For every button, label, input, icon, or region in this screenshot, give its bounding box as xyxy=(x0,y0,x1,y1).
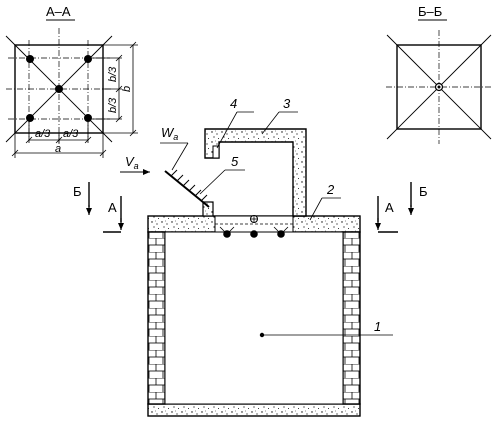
section-aa-dim-a: a xyxy=(55,143,61,155)
nozzle-dot xyxy=(55,85,63,93)
chamber-top-opening xyxy=(215,216,293,232)
section-aa-bottom-dims xyxy=(11,122,107,158)
section-aa-dim-a3-left: a/3 xyxy=(35,128,51,140)
callout-4: 4 xyxy=(230,96,237,111)
section-aa-title: А–А xyxy=(46,4,71,19)
air-duct-lip xyxy=(212,145,220,159)
louver-plate xyxy=(164,170,210,208)
section-aa-right-dims xyxy=(92,41,138,137)
section-bb: Б–Б xyxy=(386,4,492,144)
cut-b-left-label: Б xyxy=(73,184,82,199)
section-aa: А–А xyxy=(5,4,138,158)
cut-marks: Б А А Б xyxy=(73,182,428,233)
section-aa-dim-b3-bottom: b/3 xyxy=(107,97,119,113)
section-aa-nozzles xyxy=(26,55,92,122)
section-bb-title: Б–Б xyxy=(418,4,442,19)
callout-2: 2 xyxy=(326,182,335,197)
chamber-nozzles xyxy=(219,226,289,238)
inlet-louver xyxy=(164,169,210,208)
chamber-left-wall xyxy=(147,231,166,405)
wind-v-label: Va xyxy=(125,154,139,171)
chamber-bottom-slab xyxy=(147,403,361,417)
chamber-right-wall xyxy=(342,231,361,405)
nozzle-dot xyxy=(26,55,34,63)
section-aa-dim-a3-right: a/3 xyxy=(63,128,79,140)
wind-w-label: Wa xyxy=(161,125,178,142)
section-aa-dim-b3-top: b/3 xyxy=(107,66,119,82)
callout-3: 3 xyxy=(283,96,291,111)
cut-b-right-label: Б xyxy=(419,184,428,199)
nozzle-center xyxy=(250,230,258,238)
air-duct xyxy=(204,128,307,217)
nozzle-dot xyxy=(84,55,92,63)
nozzle-dot xyxy=(84,114,92,122)
nozzle-dot xyxy=(26,114,34,122)
callouts xyxy=(199,111,393,338)
air-flow: Va Wa xyxy=(120,125,189,175)
callout-1: 1 xyxy=(374,319,381,334)
air-duct-body xyxy=(204,128,307,217)
section-aa-dim-b: b xyxy=(121,86,133,92)
section-bb-nozzle-center xyxy=(437,85,441,89)
inlet-support xyxy=(202,201,214,217)
chamber-inner-space xyxy=(164,231,344,405)
cut-a-left-label: А xyxy=(108,200,117,215)
callout-5: 5 xyxy=(231,154,239,169)
cut-a-right-label: А xyxy=(385,200,394,215)
chamber xyxy=(147,128,361,417)
